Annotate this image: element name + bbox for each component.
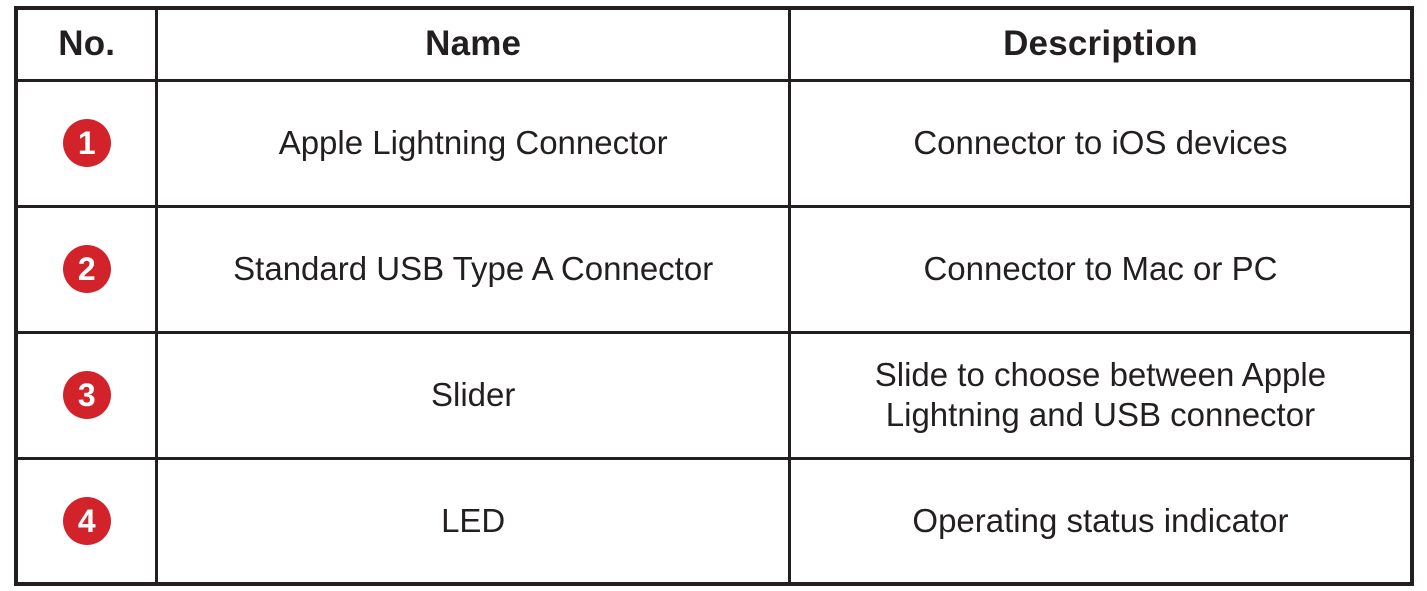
- row-3-no-cell: 3: [14, 330, 159, 460]
- row-1-name: Apple Lightning Connector: [155, 78, 791, 208]
- col-header-name: Name: [155, 6, 791, 82]
- table-row: 3 Slider Slide to choose between Apple L…: [14, 330, 1414, 460]
- row-3-number-badge: 3: [62, 371, 111, 419]
- row-3-name: Slider: [155, 330, 791, 460]
- row-1-no-cell: 1: [14, 78, 159, 208]
- row-1-description: Connector to iOS devices: [787, 78, 1414, 208]
- table-row: 2 Standard USB Type A Connector Connecto…: [14, 204, 1414, 334]
- row-4-name: LED: [155, 456, 791, 586]
- col-header-no: No.: [14, 6, 159, 82]
- row-4-description: Operating status indicator: [787, 456, 1414, 586]
- row-2-description: Connector to Mac or PC: [787, 204, 1414, 334]
- col-header-description: Description: [787, 6, 1414, 82]
- row-2-description-text: Connector to Mac or PC: [923, 249, 1278, 287]
- row-1-description-text: Connector to iOS devices: [913, 123, 1288, 161]
- header-row: No. Name Description: [14, 6, 1414, 82]
- row-3-description: Slide to choose between Apple Lightning …: [787, 330, 1414, 460]
- row-2-no-cell: 2: [14, 204, 159, 334]
- row-4-description-text: Operating status indicator: [912, 501, 1289, 539]
- row-3-description-text: Slide to choose between Apple Lightning …: [874, 355, 1327, 433]
- row-4-number-badge: 4: [62, 496, 111, 545]
- component-table: No. Name Description 1 Apple Lightning C…: [14, 6, 1414, 586]
- row-4-no-cell: 4: [14, 456, 159, 586]
- row-2-number-badge: 2: [62, 245, 111, 293]
- row-1-number-badge: 1: [62, 119, 111, 167]
- table-row: 1 Apple Lightning Connector Connector to…: [14, 78, 1414, 208]
- row-2-name: Standard USB Type A Connector: [155, 204, 791, 334]
- table-row: 4 LED Operating status indicator: [14, 456, 1414, 586]
